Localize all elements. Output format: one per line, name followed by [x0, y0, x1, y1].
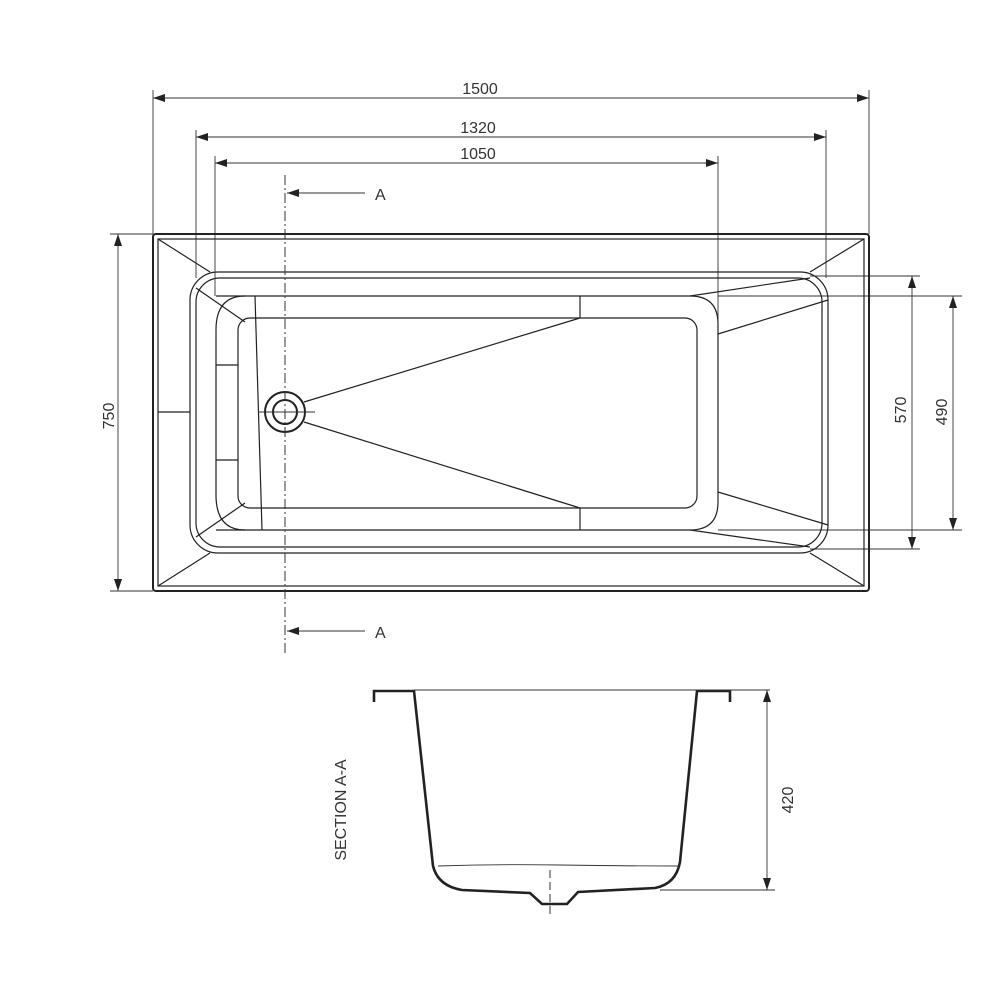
dimension-overall-length: 1500 [152, 81, 870, 234]
plan-view [152, 175, 870, 655]
section-label: SECTION A-A [333, 759, 350, 861]
section-marker-top: A [287, 187, 386, 204]
dimension-basin-width: 490 [718, 295, 962, 531]
drain-icon [258, 391, 315, 433]
section-view: 420 SECTION A-A [333, 689, 797, 918]
dimension-rim-length: 1320 [195, 120, 827, 278]
dimension-label: 420 [780, 787, 797, 814]
dimension-rim-width: 570 [810, 275, 920, 550]
dimension-label: 1050 [460, 146, 496, 163]
dimension-label: 490 [934, 399, 951, 426]
dimension-depth: 420 [763, 690, 797, 890]
dimension-basin-length: 1050 [214, 146, 719, 334]
svg-text:A: A [375, 187, 386, 204]
dimension-overall-width: 750 [101, 233, 153, 592]
dimension-label: 1500 [462, 81, 498, 98]
section-marker-bottom: A [287, 625, 386, 642]
dimension-label: 570 [893, 397, 910, 424]
dimension-label: 750 [101, 403, 118, 430]
svg-text:A: A [375, 625, 386, 642]
dimension-label: 1320 [460, 120, 496, 137]
